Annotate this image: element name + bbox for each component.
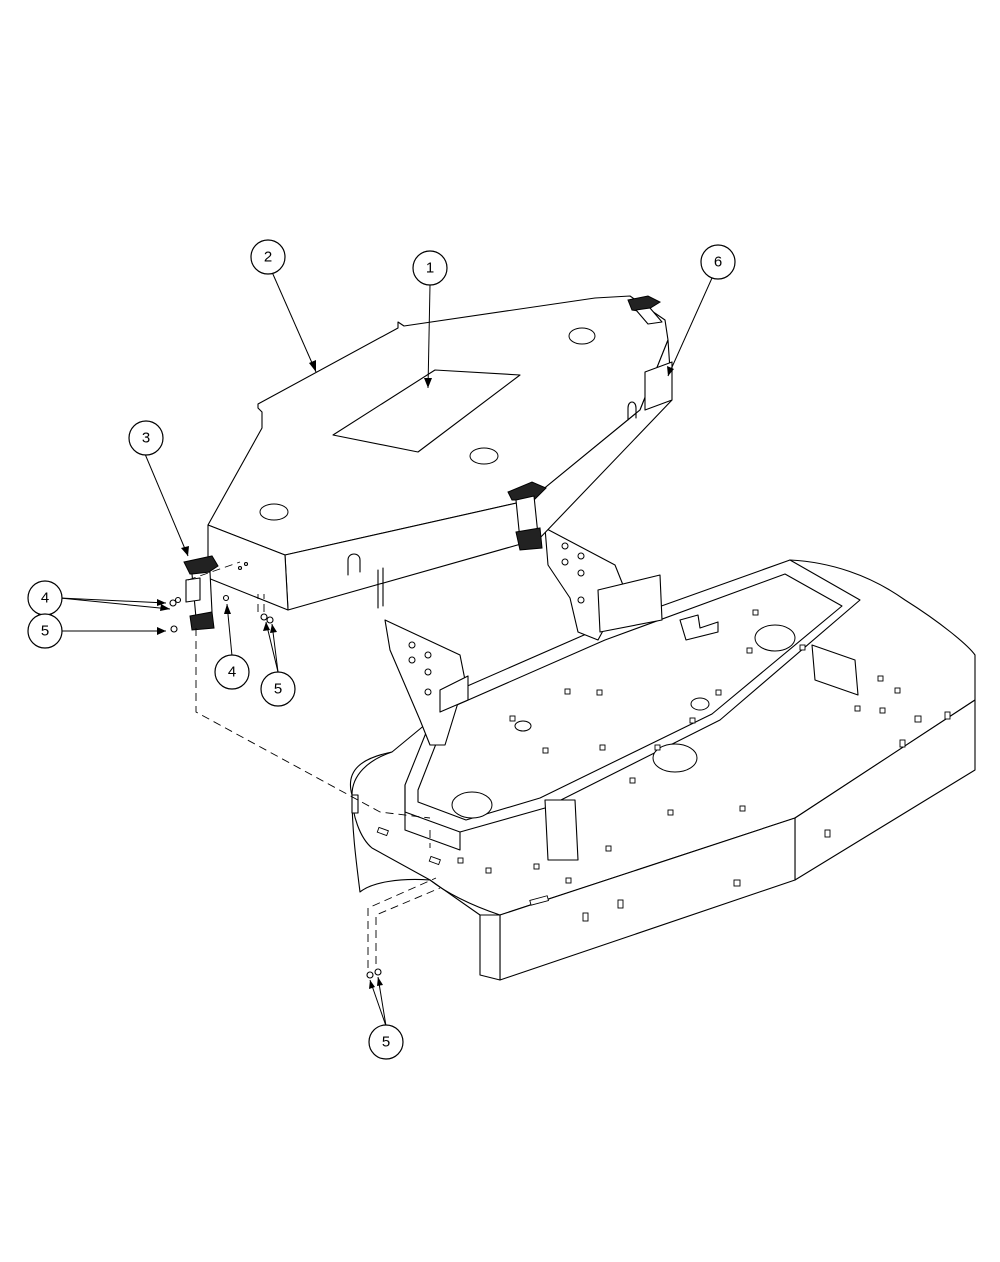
assembly-lines — [187, 561, 441, 968]
screw-5a — [170, 625, 178, 633]
cover-hole-3 — [259, 503, 289, 521]
callout-3-label: 3 — [142, 430, 150, 447]
callout-3: 3 — [128, 420, 164, 456]
hardware — [169, 561, 382, 979]
callout-5-left-label: 5 — [41, 623, 49, 640]
deck-left-face — [479, 914, 501, 981]
callout-4-left-label: 4 — [41, 590, 49, 607]
spindle-hole-right — [754, 624, 796, 652]
mower-deck — [349, 527, 976, 981]
screw-4b — [222, 594, 230, 602]
decal — [332, 369, 521, 453]
callout-5-bottom-label: 5 — [382, 1034, 390, 1051]
spindle-hole-center — [652, 743, 698, 773]
callout-6: 6 — [700, 244, 736, 280]
callout-4-center-label: 4 — [228, 664, 236, 681]
screw-4a — [169, 599, 177, 607]
callout-4-left: 4 — [27, 580, 63, 616]
callout-2: 2 — [250, 239, 286, 275]
callout-1: 1 — [412, 250, 448, 286]
nut-5c — [366, 971, 374, 979]
decal-6-plate — [644, 361, 673, 411]
callout-5-left: 5 — [27, 613, 63, 649]
deck-slots — [376, 609, 951, 922]
latch-top — [627, 295, 663, 325]
deck-inner-rail — [404, 559, 861, 833]
nut-5b — [260, 613, 268, 621]
spindle-hole-left — [451, 791, 493, 819]
callout-6-label: 6 — [714, 254, 722, 271]
callout-5-center: 5 — [260, 671, 296, 707]
callout-4-center: 4 — [214, 654, 250, 690]
latch-left — [183, 555, 219, 631]
callout-1-label: 1 — [426, 260, 434, 277]
callout-5-bottom: 5 — [368, 1024, 404, 1060]
callout-5-center-label: 5 — [274, 681, 282, 698]
deck-mount-plate-left — [384, 619, 466, 746]
cover-hole-2 — [469, 447, 499, 465]
latch-right — [507, 481, 547, 551]
leader-lines — [59, 271, 713, 1027]
cover-hole-1 — [568, 327, 596, 345]
callout-2-label: 2 — [264, 249, 272, 266]
